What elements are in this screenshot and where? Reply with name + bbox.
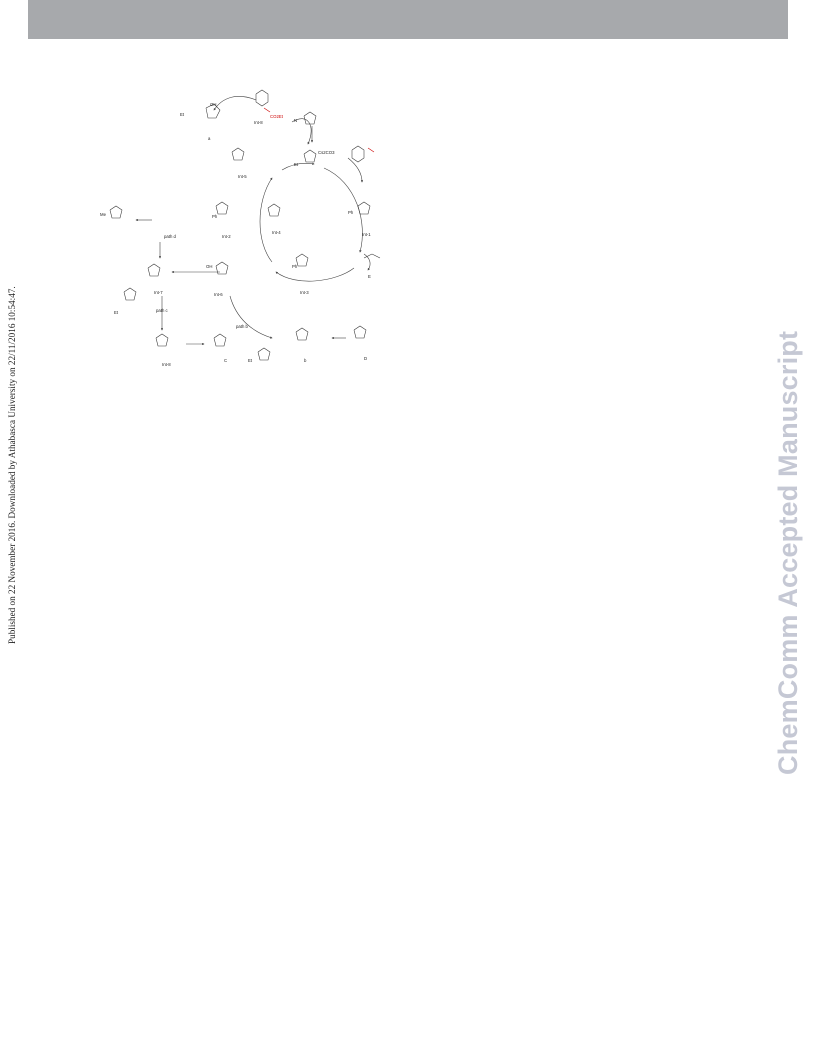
- structure-reagent-right: N: [294, 111, 317, 125]
- label-ph-int1: Ph: [348, 210, 354, 215]
- structure-top-left-b: Me path d: [100, 205, 177, 239]
- label-product-d: D: [364, 356, 367, 361]
- label-et-top: Et: [180, 112, 185, 117]
- label-et-bottom: Et: [248, 358, 253, 363]
- label-int5: Int-5: [238, 174, 247, 179]
- arrow-aldehyde-in: [347, 157, 364, 183]
- structure-int5: Int-5: [231, 147, 247, 179]
- catalytic-cycle-arrow-right: [323, 167, 363, 253]
- label-path-c: path c: [156, 308, 169, 313]
- label-path-d: path d: [164, 234, 177, 239]
- catalytic-cycle-arrow-left: [259, 177, 273, 263]
- structure-aldehyde: [351, 145, 375, 163]
- structure-int8-bottom: Int-8: [155, 333, 171, 367]
- structure-nhc-bottom: Et path b: [236, 324, 271, 363]
- label-ph-int3: Ph: [292, 264, 298, 269]
- upper-cycle-arrow: [291, 118, 312, 145]
- label-int6: Int-6: [214, 292, 223, 297]
- catalytic-cycle-arrow-top: [281, 162, 315, 171]
- structure-top-left-product: Et OH a: [180, 102, 221, 141]
- structure-int7: Int-7 path c: [147, 263, 169, 313]
- catalytic-cycle-arrow-bottom: [275, 267, 355, 282]
- label-et-nhc: Et: [294, 162, 299, 167]
- label-oh-int6: OH: [206, 264, 212, 269]
- label-product-c: C: [224, 358, 227, 363]
- structure-product-right: D: [353, 325, 367, 361]
- label-et-left: Et: [114, 310, 119, 315]
- accepted-manuscript-watermark: ChemComm Accepted Manuscript: [773, 330, 803, 775]
- header-bar: [28, 0, 788, 39]
- label-co2et-top: CO2Et: [270, 114, 284, 119]
- structure-int1: Ph Int-1: [348, 201, 371, 237]
- structure-top-center: CO2Et Int-8: [254, 89, 284, 125]
- label-n-reagent: N: [294, 118, 297, 123]
- label-int7: Int-7: [154, 290, 163, 295]
- structure-int2: Ph Int-2: [212, 201, 231, 239]
- label-product-b: b: [304, 358, 307, 363]
- structure-ester-reagent: E: [363, 253, 381, 279]
- label-int2: Int-2: [222, 234, 231, 239]
- label-int3: Int-3: [300, 290, 309, 295]
- structure-nhc-left: Et: [114, 287, 137, 315]
- label-int8: Int-8: [254, 120, 263, 125]
- label-int1: Int-1: [362, 232, 371, 237]
- structure-int6: OH Int-6: [206, 261, 229, 297]
- label-product-a: a: [208, 136, 211, 141]
- label-cs2co3: Cs2CO3: [318, 150, 335, 155]
- structure-int4: Int-4: [267, 203, 281, 235]
- arrow-int6-path-b: [229, 295, 273, 339]
- label-me-top-left: Me: [100, 212, 107, 217]
- structure-product-b: b: [295, 327, 309, 363]
- structure-int3: Ph Int-3: [292, 253, 309, 295]
- label-int8-bottom: Int-8: [162, 362, 171, 367]
- label-path-b: path b: [236, 324, 249, 329]
- structure-nhc: Et: [294, 149, 317, 167]
- arrow-ester-in: [363, 253, 371, 271]
- label-ph-int2: Ph: [212, 214, 218, 219]
- reaction-scheme-figure: CO2Et Int-8 Et OH a N Cs2CO3 Et Ph Int-1…: [100, 89, 381, 367]
- publication-note: Published on 22 November 2016. Downloade…: [7, 286, 17, 644]
- structure-bottom-product-c: C: [213, 333, 227, 363]
- label-ester-reagent: E: [368, 274, 371, 279]
- label-int4: Int-4: [272, 230, 281, 235]
- upper-cycle-arrow-2: [213, 96, 257, 111]
- label-oh-top: OH: [210, 102, 216, 107]
